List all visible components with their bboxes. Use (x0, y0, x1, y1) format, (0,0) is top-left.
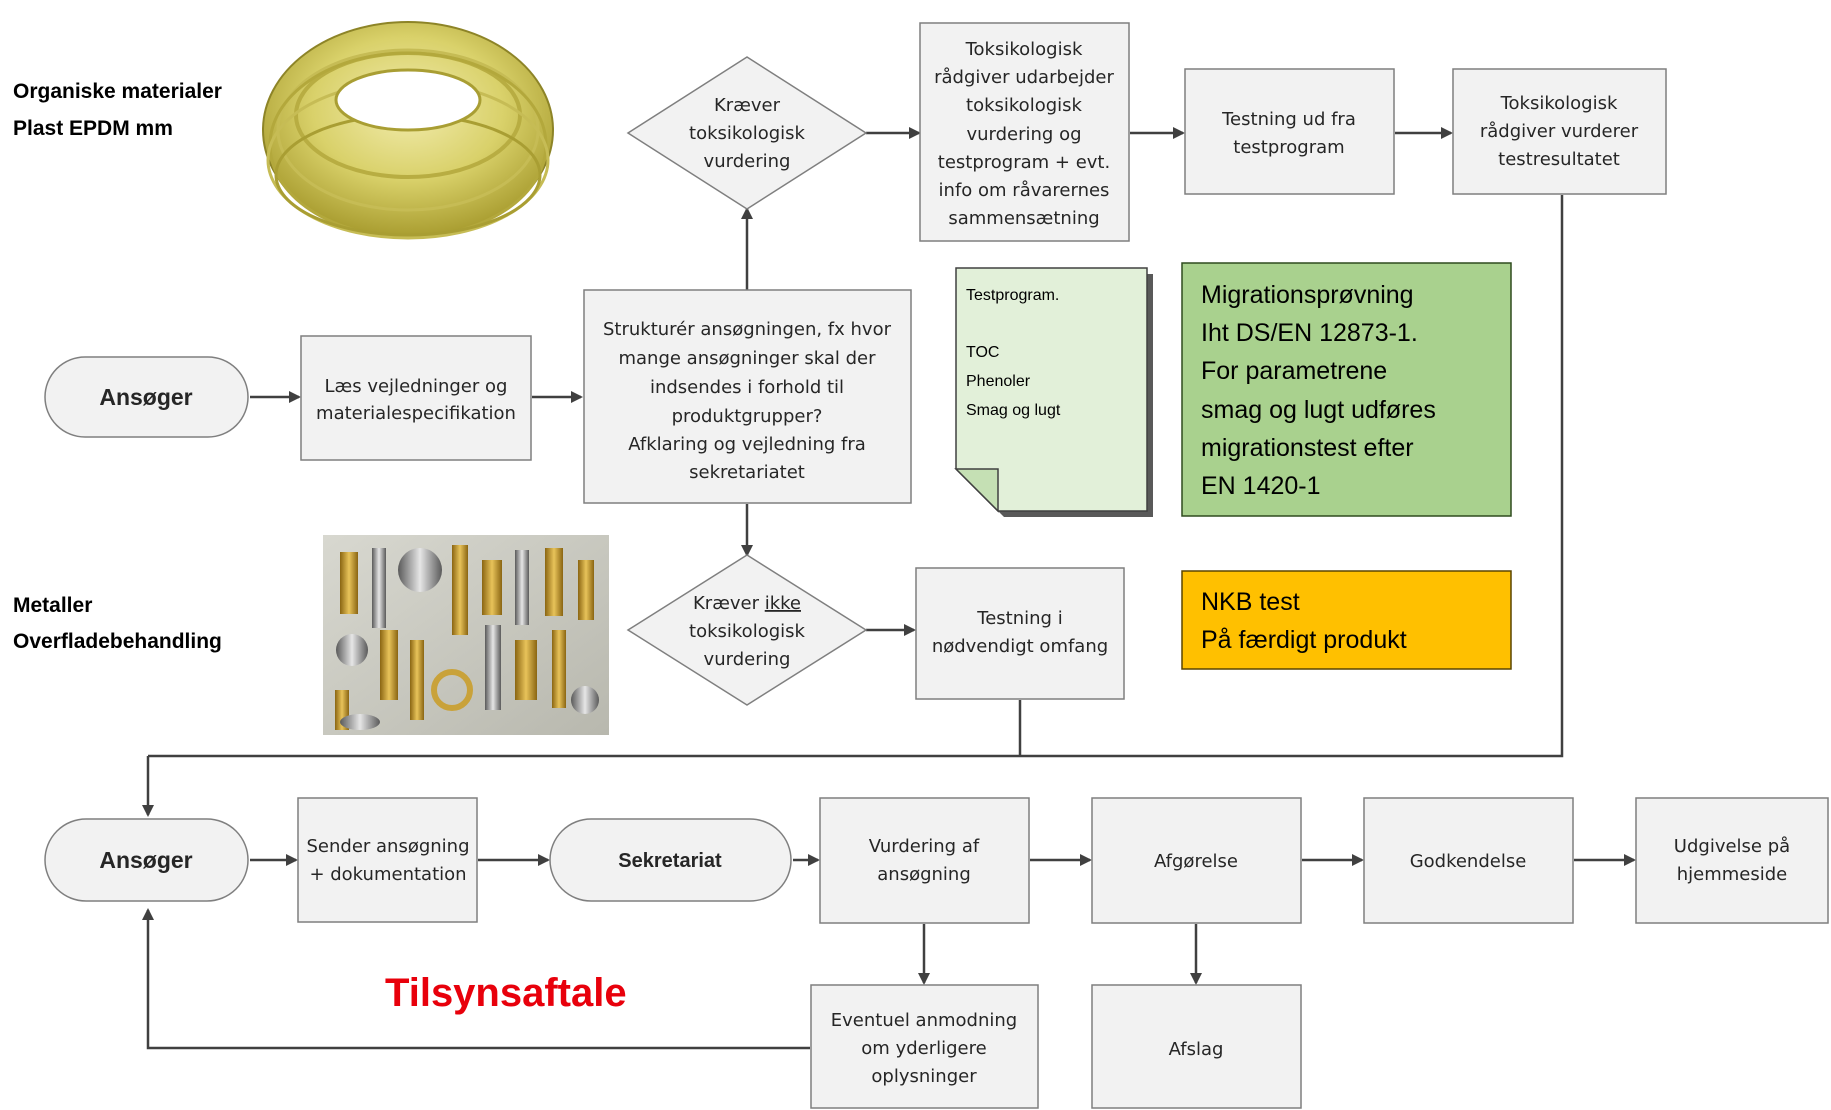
raadgiver-udarbejder-line-7: sammensætning (948, 208, 1099, 229)
laes-line-1: Læs vejledninger og (325, 376, 508, 397)
migration-line-1: Migrationsprøvning (1201, 281, 1414, 309)
testning-omfang-line-1: Testning i (976, 608, 1062, 629)
raadgiver-udarbejder-node: Toksikologisk rådgiver udarbejder toksik… (919, 22, 1130, 242)
raadgiver-udarbejder-line-3: toksikologisk (966, 95, 1082, 116)
raadgiver-udarbejder-line-4: vurdering og (966, 124, 1081, 145)
anmodning-line-2: om yderligere (861, 1038, 986, 1059)
ansoger-top-node: Ansøger (44, 356, 249, 438)
raadgiver-udarbejder-line-2: rådgiver udarbejder (934, 67, 1114, 88)
testprogram-note-line-5: Smag og lugt (966, 402, 1061, 419)
strukturer-line-2: mange ansøgninger skal der (618, 348, 876, 369)
raadgiver-vurderer-line-3: testresultatet (1498, 149, 1620, 170)
testning-omfang-node: Testning i nødvendigt omfang (915, 567, 1125, 700)
metal-fittings-image (323, 535, 609, 735)
nkb-line-2: På færdigt produkt (1201, 626, 1407, 654)
connector-vurderer-return (148, 195, 1564, 758)
organic-label-2: Plast EPDM mm (13, 117, 173, 140)
nkb-line-1: NKB test (1201, 588, 1300, 616)
afslag-node: Afslag (1091, 984, 1302, 1109)
udgivelse-line-1: Udgivelse på (1674, 836, 1790, 857)
testprogram-note-line-3: TOC (966, 344, 999, 361)
testning-testprogram-node: Testning ud fra testprogram (1184, 68, 1395, 195)
afgoerelse-node: Afgørelse (1091, 797, 1302, 924)
ansoger-bottom-node: Ansøger (44, 818, 249, 902)
laes-node: Læs vejledninger og materialespecifikati… (300, 335, 532, 461)
nkb-note: NKB test På færdigt produkt (1181, 570, 1512, 670)
tilsynsaftale-label: Tilsynsaftale (385, 971, 627, 1015)
kraever-ikke-word-1: Kræver (693, 593, 765, 614)
kraever-ikke-decision: Kræver ikke toksikologisk vurdering (626, 554, 868, 706)
kraever-ikke-line-2: toksikologisk (689, 621, 805, 642)
migration-line-4: smag og lugt udføres (1201, 396, 1436, 424)
testprogram-note: Testprogram. TOC Phenoler Smag og lugt (954, 267, 1153, 517)
kraever-ikke-word-2: ikke (765, 593, 801, 614)
anmodning-line-1: Eventuel anmodning (831, 1010, 1017, 1031)
migration-line-2: Iht DS/EN 12873-1. (1201, 319, 1418, 347)
metal-label-2: Overfladebehandling (13, 630, 222, 653)
strukturer-line-5: Afklaring og vejledning fra (628, 434, 866, 455)
sender-node: Sender ansøgning + dokumentation (297, 797, 478, 923)
migration-line-5: migrationstest efter (1201, 434, 1414, 462)
raadgiver-vurderer-line-1: Toksikologisk (1500, 93, 1618, 114)
kraever-decision: Kræver toksikologisk vurdering (626, 56, 868, 210)
laes-line-2: materialespecifikation (316, 403, 516, 424)
anmodning-node: Eventuel anmodning om yderligere oplysni… (810, 984, 1039, 1109)
ansoger-top-label: Ansøger (99, 384, 192, 410)
kraever-line-1: Kræver (714, 95, 781, 116)
vurdering-line-2: ansøgning (877, 864, 971, 885)
migration-line-6: EN 1420-1 (1201, 472, 1321, 500)
anmodning-line-3: oplysninger (871, 1066, 977, 1087)
godkendelse-label: Godkendelse (1410, 851, 1527, 872)
coiled-hose-image (262, 21, 554, 240)
testning-testprogram-line-1: Testning ud fra (1221, 109, 1356, 130)
raadgiver-udarbejder-line-6: info om råvarernes (939, 180, 1110, 201)
connector-anmodning-ansoger (142, 908, 810, 1050)
metal-label-1: Metaller (13, 594, 92, 617)
vurdering-node: Vurdering af ansøgning (819, 797, 1030, 924)
testning-testprogram-line-2: testprogram (1233, 137, 1344, 158)
testprogram-note-line-4: Phenoler (966, 373, 1031, 390)
strukturer-line-6: sekretariatet (689, 462, 805, 483)
migration-note: Migrationsprøvning Iht DS/EN 12873-1. Fo… (1181, 262, 1512, 517)
afgoerelse-label: Afgørelse (1154, 851, 1238, 872)
sender-line-1: Sender ansøgning (306, 836, 469, 857)
sender-line-2: + dokumentation (309, 864, 466, 885)
kraever-line-2: toksikologisk (689, 123, 805, 144)
afslag-label: Afslag (1169, 1039, 1224, 1060)
sekretariat-label: Sekretariat (618, 850, 722, 872)
testprogram-note-line-1: Testprogram. (966, 287, 1059, 304)
ansoger-bottom-label: Ansøger (99, 847, 192, 873)
raadgiver-udarbejder-line-5: testprogram + evt. (938, 152, 1110, 173)
strukturer-line-1: Strukturér ansøgningen, fx hvor (603, 319, 892, 340)
testning-omfang-line-2: nødvendigt omfang (932, 636, 1108, 657)
raadgiver-udarbejder-line-1: Toksikologisk (965, 39, 1083, 60)
udgivelse-line-2: hjemmeside (1677, 864, 1788, 885)
strukturer-node: Strukturér ansøgningen, fx hvor mange an… (583, 289, 912, 504)
strukturer-line-3: indsendes i forhold til (650, 377, 844, 398)
sekretariat-node: Sekretariat (549, 818, 792, 902)
vurdering-line-1: Vurdering af (869, 836, 980, 857)
kraever-ikke-line-1: Kræver ikke (693, 593, 801, 614)
strukturer-line-4: produktgrupper? (672, 406, 823, 427)
raadgiver-vurderer-node: Toksikologisk rådgiver vurderer testresu… (1452, 68, 1667, 195)
udgivelse-node: Udgivelse på hjemmeside (1635, 797, 1829, 924)
kraever-line-3: vurdering (704, 151, 791, 172)
organic-label-1: Organiske materialer (13, 80, 222, 103)
migration-line-3: For parametrene (1201, 357, 1387, 385)
godkendelse-node: Godkendelse (1363, 797, 1574, 924)
kraever-ikke-line-3: vurdering (704, 649, 791, 670)
raadgiver-vurderer-line-2: rådgiver vurderer (1480, 121, 1639, 142)
